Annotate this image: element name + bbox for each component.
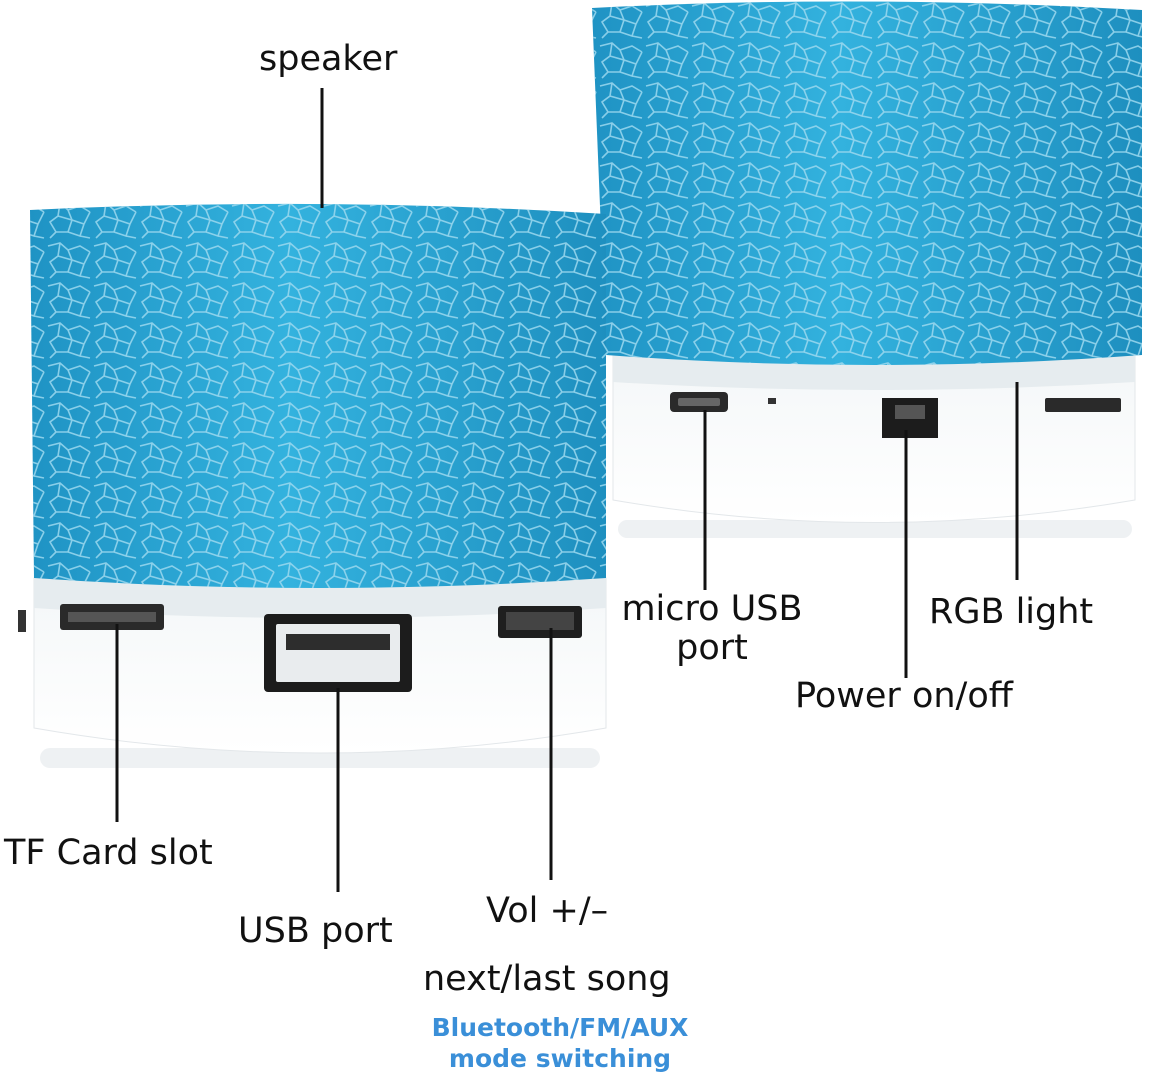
speaker-back-shadow (618, 520, 1132, 538)
speaker-back-base (612, 354, 1136, 523)
speaker-front-rgb-ring (34, 578, 606, 618)
label-mode-switching: Bluetooth/FM/AUX mode switching (414, 1012, 706, 1075)
speaker-front (18, 203, 607, 768)
label-micro-usb-line2: port (676, 627, 748, 668)
label-micro-usb-line1: micro USB (621, 589, 803, 629)
label-power: Power on/off (795, 676, 1013, 716)
speaker-back-cracks (592, 1, 1142, 365)
leader-lines (115, 88, 1019, 892)
label-speaker: speaker (259, 39, 398, 79)
tf-slot-back-icon (1045, 398, 1121, 412)
speaker-back-rgb-ring (613, 355, 1135, 390)
label-micro-usb: micro USB port (612, 590, 812, 667)
speaker-front-shadow (40, 748, 600, 768)
speaker-back (592, 1, 1142, 538)
label-tf-card: TF Card slot (4, 833, 213, 873)
speaker-front-cracks (30, 203, 606, 588)
label-rgb-light: RGB light (929, 592, 1094, 632)
label-mode-line2: mode switching (448, 1044, 672, 1074)
label-vol: Vol +/– (486, 891, 609, 931)
label-mode-line1: Bluetooth/FM/AUX (431, 1013, 689, 1042)
label-next-last: next/last song (423, 959, 671, 999)
label-usb-port: USB port (238, 911, 393, 951)
